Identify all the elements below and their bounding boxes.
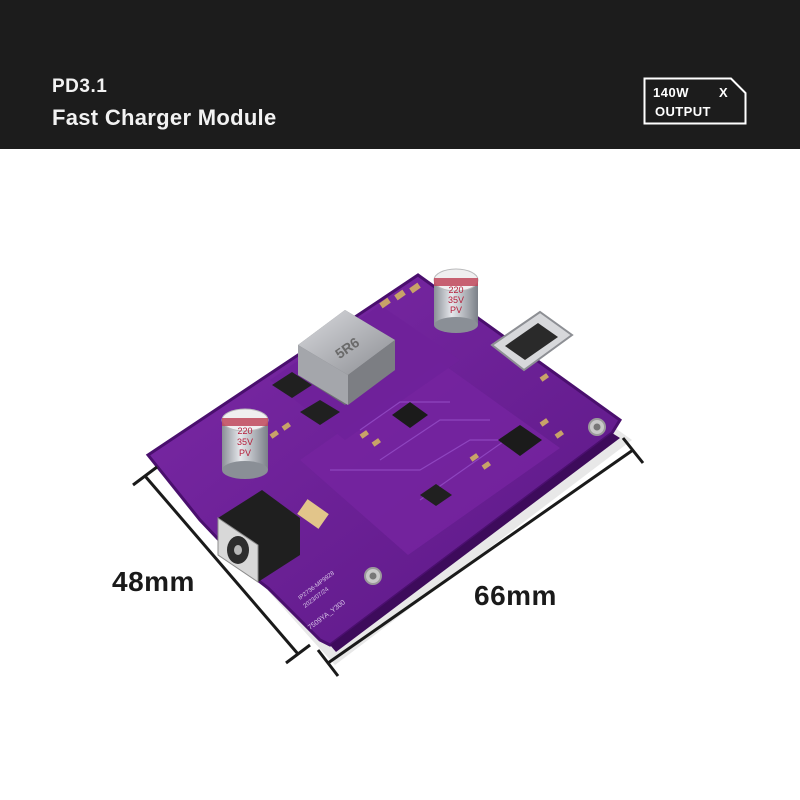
chip-controller bbox=[392, 402, 428, 428]
mosfet-2 bbox=[300, 400, 340, 425]
output-badge: 140W X OUTPUT bbox=[643, 77, 747, 125]
svg-text:220: 220 bbox=[448, 285, 463, 295]
title-product: Fast Charger Module bbox=[52, 105, 277, 130]
mounting-hole-center bbox=[593, 423, 601, 431]
smd-components bbox=[269, 282, 564, 470]
mosfet-1 bbox=[272, 372, 312, 398]
inductor: 5R6 bbox=[298, 310, 395, 405]
header-bar: PD3.1 Fast Charger Module 140W X OUTPUT bbox=[0, 0, 800, 149]
dc-jack bbox=[217, 490, 329, 583]
width-dimension-label: 66mm bbox=[474, 580, 557, 611]
dimension-lines bbox=[132, 437, 645, 677]
badge-x-mark: X bbox=[719, 85, 728, 100]
capacitor-right: 220 35V PV bbox=[433, 268, 479, 333]
mounting-hole-center bbox=[369, 572, 377, 580]
svg-text:220: 220 bbox=[237, 426, 252, 436]
svg-text:35V: 35V bbox=[448, 295, 464, 305]
capacitor-left: 220 35V PV bbox=[221, 408, 269, 479]
pcb-edge bbox=[330, 433, 620, 652]
svg-text:PV: PV bbox=[239, 448, 251, 458]
copper-pour bbox=[300, 362, 560, 555]
product-photo: 5R6 220 35V PV 220 35V PV bbox=[132, 268, 645, 677]
badge-output-label: OUTPUT bbox=[655, 104, 711, 119]
badge-frame bbox=[643, 77, 747, 125]
height-dimension-label: 48mm bbox=[112, 566, 195, 597]
usb-c-connector bbox=[490, 310, 574, 372]
title-pd31: PD3.1 bbox=[52, 76, 108, 97]
chip-main bbox=[498, 425, 542, 456]
badge-wattage: 140W bbox=[653, 85, 689, 100]
transistor bbox=[420, 484, 452, 506]
svg-text:35V: 35V bbox=[237, 437, 253, 447]
svg-text:PV: PV bbox=[450, 305, 462, 315]
